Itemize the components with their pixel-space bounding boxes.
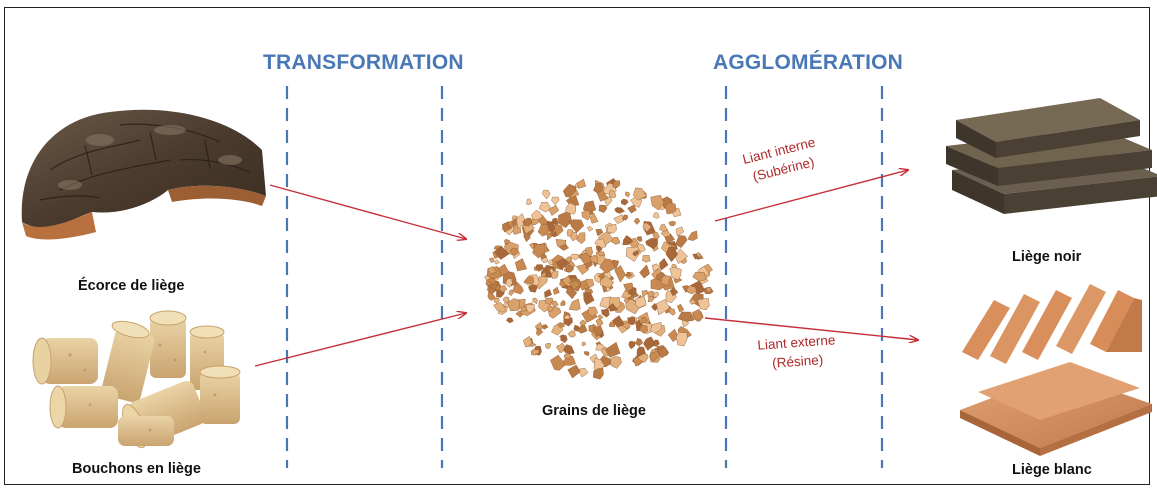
cork-granule <box>669 308 676 315</box>
cork-granule <box>553 287 559 295</box>
cork-granule <box>583 293 594 305</box>
cork-granule <box>599 205 607 213</box>
cork-granule <box>601 309 609 318</box>
cork-granule <box>584 351 589 355</box>
external-binder-annotation: Liant externe (Résine) <box>757 330 838 373</box>
cork-granule <box>587 227 593 232</box>
cork-granule <box>561 301 566 306</box>
white-cork-boards-image <box>960 284 1152 456</box>
cork-granule <box>490 258 495 263</box>
cork-granule <box>580 320 586 326</box>
cork-granules-image <box>485 178 714 379</box>
cork-granule <box>611 356 622 368</box>
cork-granule <box>550 355 565 370</box>
arrow-granules-to-black-cork <box>715 170 908 221</box>
cork-granule <box>669 221 676 226</box>
cork-granule <box>515 259 527 272</box>
cork-granule <box>494 298 500 303</box>
cork-granule <box>642 290 648 297</box>
cork-granule <box>542 190 550 199</box>
cork-granule <box>551 197 559 205</box>
cork-granule <box>625 192 630 197</box>
cork-granule <box>569 299 580 311</box>
cork-granule <box>598 315 604 320</box>
black-cork-boards-image <box>946 98 1157 214</box>
cork-granule <box>659 224 667 231</box>
cork-granule <box>676 227 684 237</box>
cork-granule <box>568 365 581 378</box>
cork-granule <box>698 298 710 310</box>
cork-granule <box>634 218 640 224</box>
cork-granule <box>546 343 551 348</box>
cork-granule <box>688 231 698 241</box>
cork-granule <box>628 205 637 213</box>
cork-granule <box>635 296 646 308</box>
label-cork-bark: Écorce de liège <box>78 278 184 294</box>
cork-granule <box>506 318 513 323</box>
phase-label-transformation: TRANSFORMATION <box>263 51 464 75</box>
cork-granule <box>533 298 538 304</box>
cork-granule <box>509 290 514 296</box>
cork-granule <box>629 341 636 349</box>
cork-granule <box>676 235 688 247</box>
cork-granule <box>526 199 532 205</box>
cork-granule <box>640 265 650 278</box>
phase-label-agglomeration: AGGLOMÉRATION <box>713 51 903 75</box>
cork-granule <box>568 331 576 337</box>
cork-granule <box>582 342 586 346</box>
label-black-cork: Liège noir <box>1012 249 1081 265</box>
label-cork-granules: Grains de liège <box>542 403 646 419</box>
label-white-cork: Liège blanc <box>1012 462 1092 478</box>
cork-granule <box>563 345 574 354</box>
cork-granule <box>596 319 603 327</box>
cork-granule <box>693 272 707 281</box>
cork-granule <box>636 338 643 346</box>
label-cork-stoppers: Bouchons en liège <box>72 461 201 477</box>
cork-granule <box>678 312 694 322</box>
cork-granule <box>614 215 624 224</box>
cork-granule <box>637 236 642 242</box>
cork-granule <box>642 255 650 262</box>
cork-granule <box>676 332 687 346</box>
cork-granule <box>621 199 628 205</box>
arrow-bark-to-granules <box>270 185 466 239</box>
cork-granule <box>488 292 496 300</box>
cork-granule <box>536 328 543 336</box>
cork-granule <box>622 215 627 220</box>
cork-granule <box>582 211 591 221</box>
cork-granule <box>577 179 586 188</box>
cork-granule <box>495 260 500 265</box>
cork-granule <box>653 213 659 219</box>
cork-granule <box>542 325 548 330</box>
cork-stoppers-image <box>33 311 240 451</box>
cork-granule <box>609 322 615 327</box>
cork-bark-image <box>22 110 266 240</box>
cork-granule <box>659 258 668 270</box>
cork-granule <box>677 304 684 312</box>
cork-granule <box>544 289 551 297</box>
cork-granule <box>560 335 567 343</box>
